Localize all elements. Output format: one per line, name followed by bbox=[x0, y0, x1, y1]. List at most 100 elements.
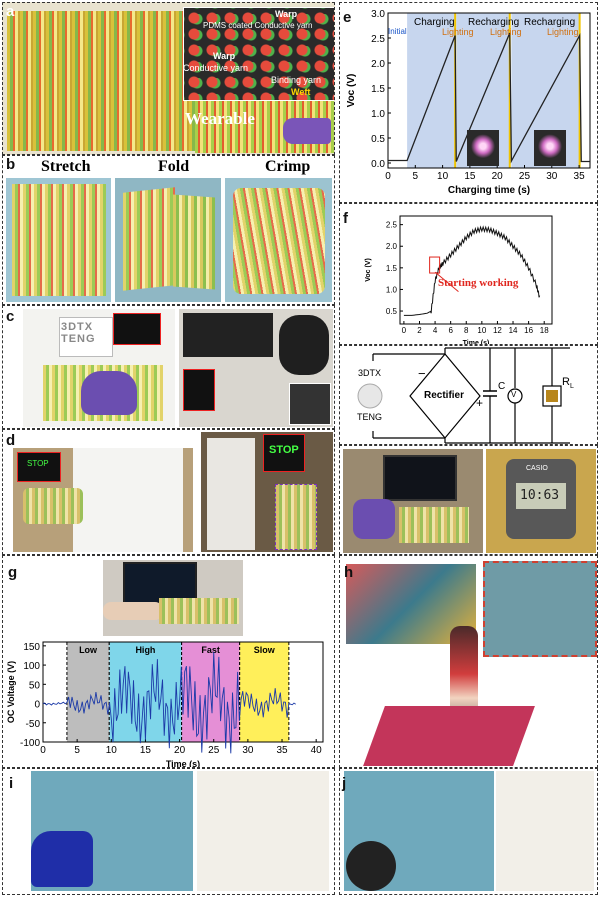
label-warp: Warp bbox=[213, 51, 236, 61]
stop-text-small: STOP bbox=[27, 459, 49, 468]
x-tick-label: 20 bbox=[492, 171, 504, 182]
y-tick-label: 0.5 bbox=[371, 134, 385, 145]
x-axis-label: Time (s) bbox=[166, 759, 200, 768]
segment-label: Low bbox=[79, 645, 98, 655]
panel-label: d bbox=[6, 432, 16, 449]
x-axis-label: Charging time (s) bbox=[448, 185, 530, 196]
y-tick-label: 3.0 bbox=[371, 9, 385, 20]
x-tick-label: 10 bbox=[437, 171, 449, 182]
monitor-setup-photo bbox=[343, 449, 483, 553]
voltmeter-label: V bbox=[511, 390, 517, 399]
annotation-arrow bbox=[434, 271, 459, 292]
voc-series-line bbox=[403, 225, 541, 316]
load-label: RL bbox=[562, 376, 574, 391]
glove-hand bbox=[31, 831, 93, 887]
panel-label: c bbox=[6, 308, 15, 325]
panel-i: i bbox=[2, 768, 335, 895]
segment-band bbox=[109, 642, 182, 742]
panel-label: e bbox=[343, 9, 352, 26]
x-tick-label: 8 bbox=[464, 326, 469, 335]
y-tick-label: 100 bbox=[23, 661, 40, 672]
y-tick-label: 2.5 bbox=[386, 221, 398, 230]
watch-photo: CASIO 10:63 bbox=[486, 449, 596, 553]
y-tick-label: 0 bbox=[34, 700, 40, 711]
oc-voltage-line bbox=[42, 651, 296, 754]
panel-label: g bbox=[8, 564, 18, 581]
led-sign-text: 3DTX TENG bbox=[61, 321, 96, 345]
y-tick-label: -100 bbox=[20, 738, 40, 749]
label-recharging-2: Recharging bbox=[524, 17, 576, 28]
watch-time: 10:63 bbox=[520, 488, 560, 503]
panel-label: j bbox=[342, 775, 347, 792]
x-tick-label: 18 bbox=[540, 326, 549, 335]
label-weft: Weft bbox=[291, 87, 311, 97]
y-tick-label: 2.0 bbox=[371, 59, 385, 70]
plot-frame bbox=[42, 641, 324, 743]
yarn-structure-inset bbox=[183, 7, 334, 101]
x-tick-label: 5 bbox=[74, 745, 80, 756]
x-tick-label: 15 bbox=[140, 745, 152, 756]
label-stretch: Stretch bbox=[41, 158, 91, 175]
panel-a: a Warp PDMS coated Conductive yarn Warp … bbox=[2, 2, 335, 155]
y-axis-label: Voc (V) bbox=[365, 258, 372, 282]
x-tick-label: 10 bbox=[477, 326, 486, 335]
panel-label: f bbox=[343, 210, 348, 227]
plot-frame bbox=[399, 215, 553, 325]
plot-frame bbox=[387, 12, 591, 169]
panel-label: h bbox=[344, 564, 354, 581]
y-tick-label: 150 bbox=[23, 642, 40, 653]
label-warp-top: Warp bbox=[275, 9, 298, 19]
circuit-diagram: 3DTX TENG Rectifier − + C V RL bbox=[339, 345, 598, 445]
y-axis-label: OC Voltage (V) bbox=[6, 661, 16, 723]
y-tick-label: 0.0 bbox=[371, 159, 385, 170]
label-initial: Initial bbox=[388, 27, 407, 36]
x-tick-label: 35 bbox=[276, 745, 288, 756]
segment-band bbox=[239, 642, 289, 742]
panel-j: j bbox=[339, 768, 598, 895]
arrow-keypad-display bbox=[197, 771, 329, 891]
x-tick-label: 15 bbox=[464, 171, 476, 182]
watch-demo: CASIO 10:63 bbox=[339, 445, 598, 555]
arm-monitor-photo bbox=[103, 560, 243, 636]
panel-label: i bbox=[9, 775, 14, 792]
label-fold: Fold bbox=[158, 158, 190, 175]
fabric-photo bbox=[7, 11, 197, 151]
label-crimp: Crimp bbox=[265, 158, 311, 175]
highlight-box bbox=[429, 256, 441, 274]
segment-label: Slow bbox=[254, 645, 276, 655]
label-lighting-2: Lighting bbox=[490, 27, 522, 37]
voc-series-line bbox=[388, 32, 590, 164]
crimp-photo bbox=[225, 178, 332, 302]
watch-brand: CASIO bbox=[526, 465, 548, 472]
x-tick-label: 5 bbox=[413, 171, 419, 182]
labcoat-photo-right: STOP bbox=[201, 432, 333, 552]
label-lighting-3: Lighting bbox=[547, 27, 579, 37]
panel-label: b bbox=[6, 156, 16, 173]
y-tick-label: 1.5 bbox=[386, 264, 398, 273]
segment-label: High bbox=[135, 645, 155, 655]
annotation-starting-working: Starting working bbox=[438, 277, 519, 289]
panel-c: c 3DTX TENG bbox=[2, 305, 335, 429]
segment-band bbox=[66, 642, 110, 742]
label-pdms: PDMS coated Conductive yarn bbox=[203, 21, 313, 30]
labcoat-photo-left: STOP bbox=[13, 448, 193, 552]
minus-sign: − bbox=[418, 366, 426, 381]
dance-mat bbox=[363, 706, 535, 766]
y-tick-label: -50 bbox=[26, 719, 41, 730]
x-tick-label: 6 bbox=[448, 326, 453, 335]
x-tick-label: 25 bbox=[208, 745, 220, 756]
y-tick-label: 1.0 bbox=[371, 109, 385, 120]
label-lighting-1: Lighting bbox=[442, 27, 474, 37]
demo-photo-left: 3DTX TENG bbox=[23, 309, 175, 427]
x-tick-label: 0 bbox=[402, 326, 407, 335]
x-tick-label: 25 bbox=[519, 171, 531, 182]
x-tick-label: 30 bbox=[242, 745, 254, 756]
x-tick-label: 30 bbox=[546, 171, 558, 182]
x-tick-label: 10 bbox=[106, 745, 118, 756]
stretch-photo bbox=[6, 178, 111, 302]
x-tick-label: 16 bbox=[524, 326, 533, 335]
label-wearable: Wearable bbox=[185, 109, 255, 128]
x-tick-label: 35 bbox=[574, 171, 586, 182]
